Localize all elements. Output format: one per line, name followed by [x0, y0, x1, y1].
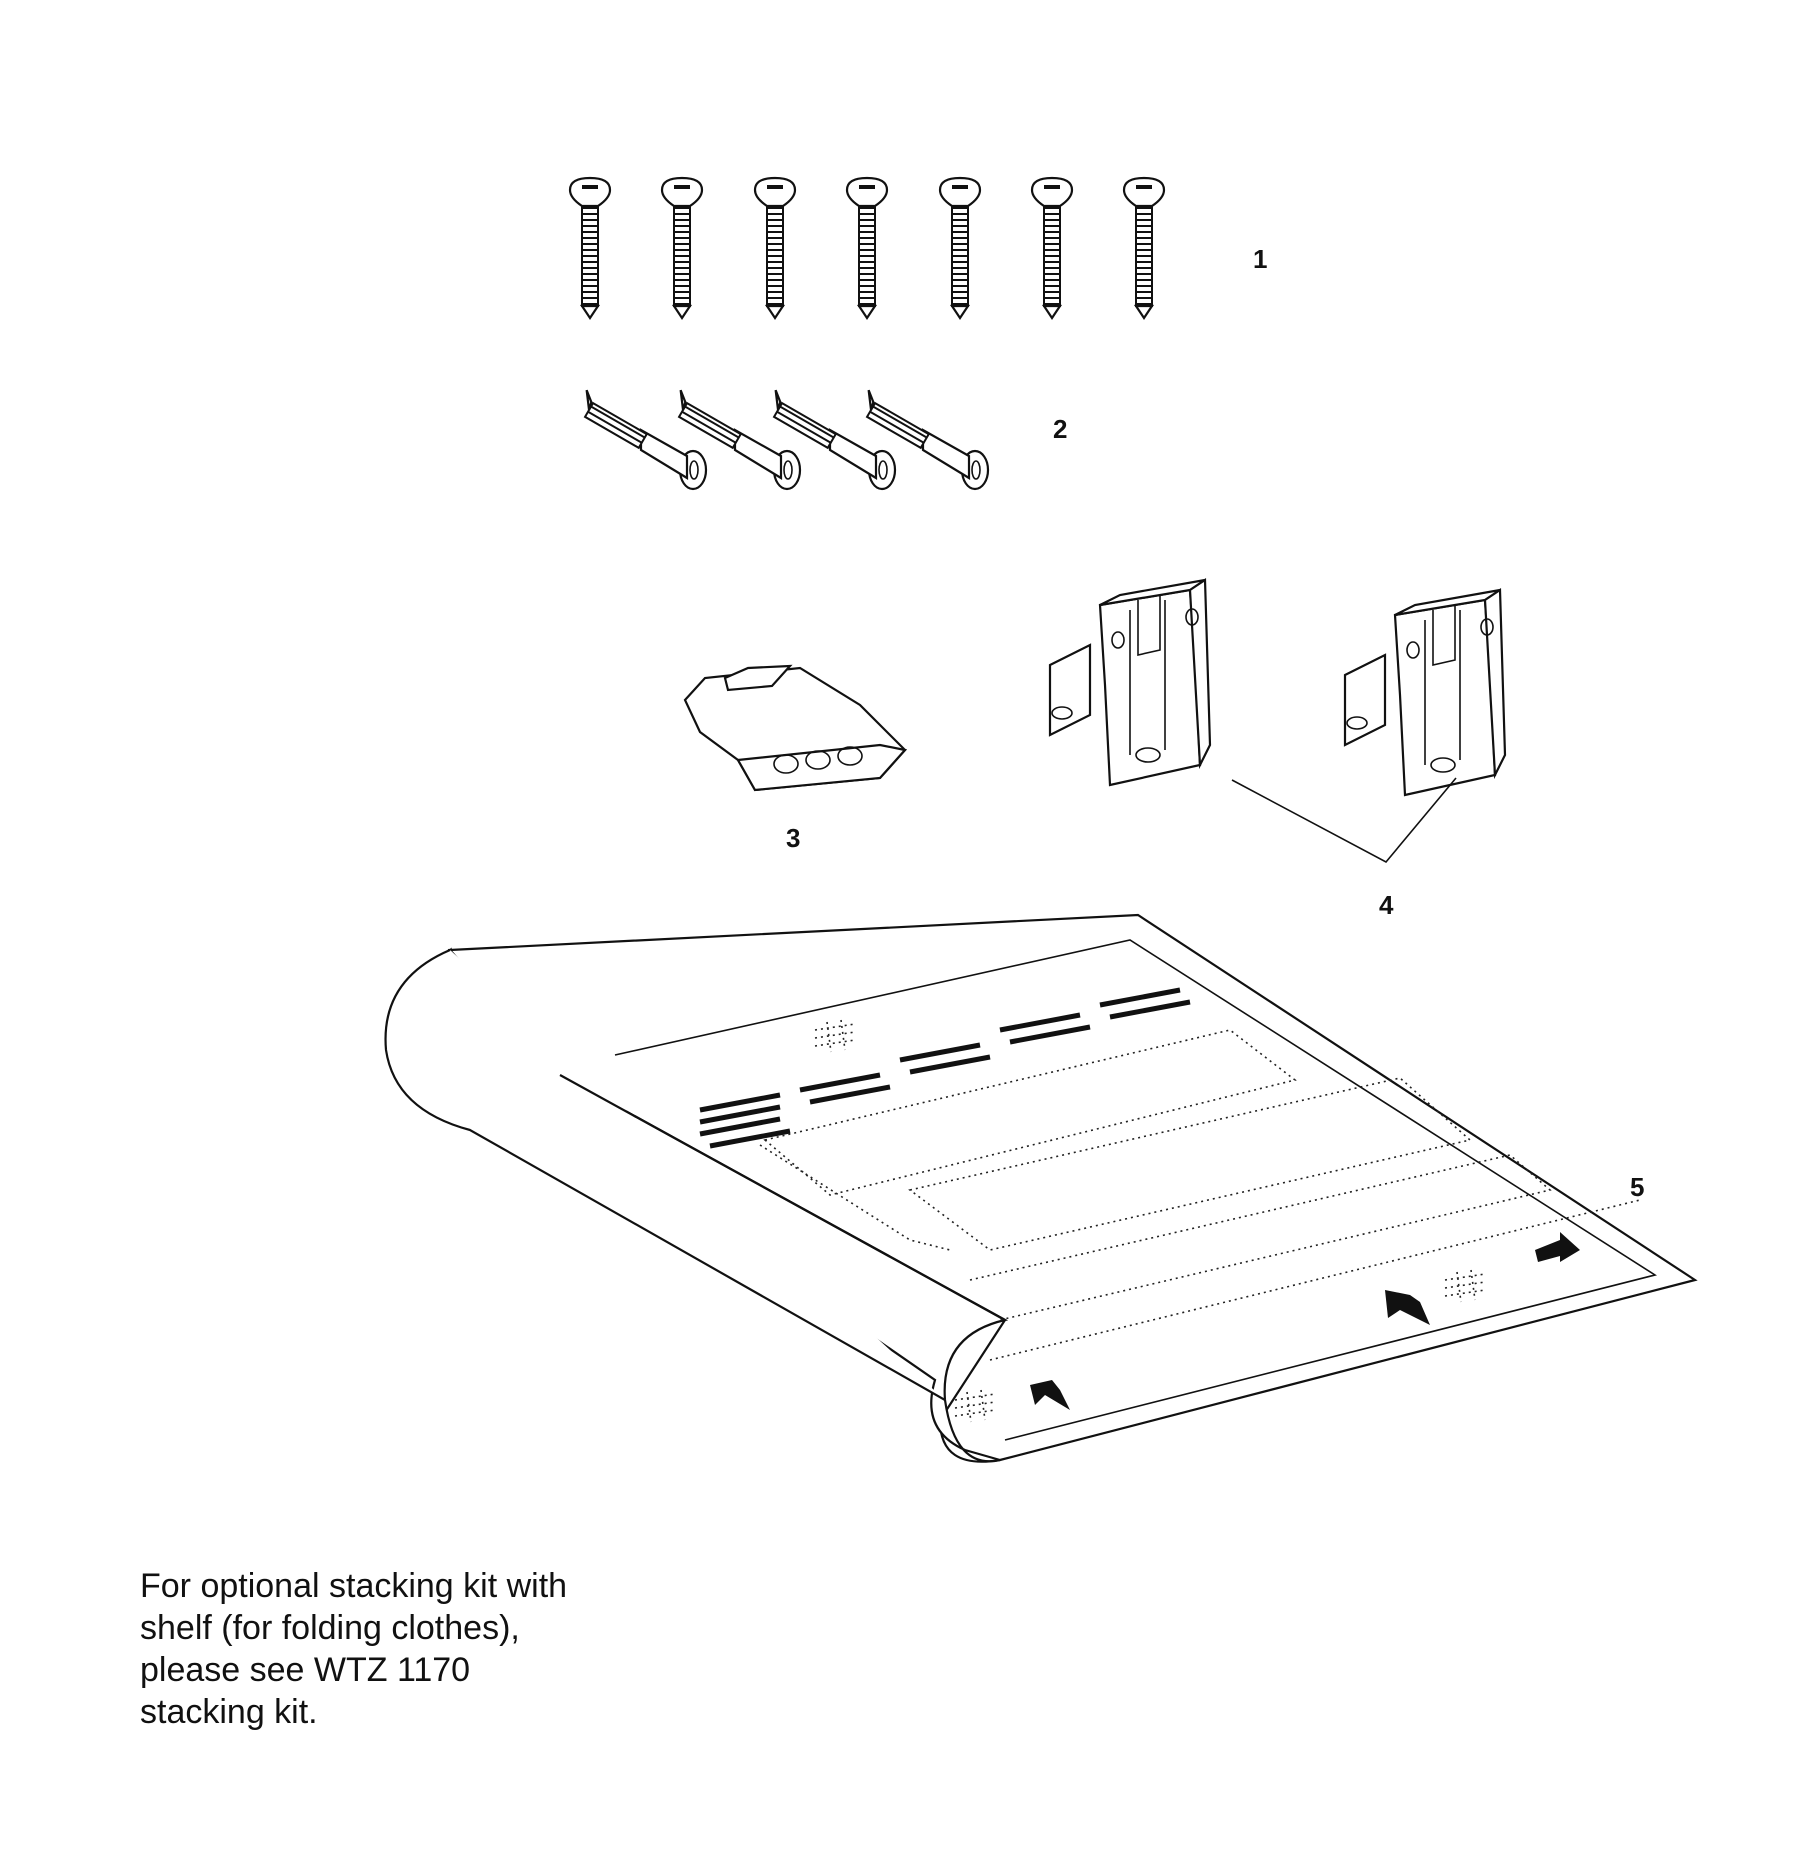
- long-screw: [938, 176, 982, 320]
- callout-1: 1: [1253, 244, 1268, 274]
- callout-2: 2: [1053, 414, 1068, 444]
- long-screw: [1122, 176, 1166, 320]
- brackets-group: [1048, 578, 1507, 864]
- bracket: [1048, 578, 1212, 787]
- arrow-icon: [1385, 1290, 1430, 1325]
- note-line: For optional stacking kit with: [140, 1567, 568, 1605]
- template-dashes: [699, 987, 1191, 1149]
- template-sheet: [384, 913, 1698, 1463]
- long-screw: [1030, 176, 1074, 320]
- long-screw: [660, 176, 704, 320]
- callout-5: 5: [1630, 1172, 1645, 1202]
- callout-3: 3: [786, 823, 801, 853]
- arrow-icon: [1030, 1380, 1070, 1410]
- long-screw: [568, 176, 612, 320]
- bracket-leader-lines: [1231, 777, 1457, 864]
- note-line: stacking kit.: [140, 1693, 318, 1731]
- note-line: please see WTZ 1170: [140, 1651, 471, 1689]
- short-screws-group: [577, 389, 990, 491]
- stacking-kit-note: For optional stacking kit with shelf (fo…: [140, 1565, 660, 1733]
- arrow-icon: [1535, 1232, 1580, 1262]
- long-screw: [753, 176, 797, 320]
- callout-4: 4: [1379, 890, 1394, 920]
- long-screws-group: [568, 176, 1166, 320]
- mounting-plate: [683, 664, 908, 792]
- long-screw: [845, 176, 889, 320]
- note-line: shelf (for folding clothes),: [140, 1609, 520, 1647]
- bracket: [1343, 588, 1507, 797]
